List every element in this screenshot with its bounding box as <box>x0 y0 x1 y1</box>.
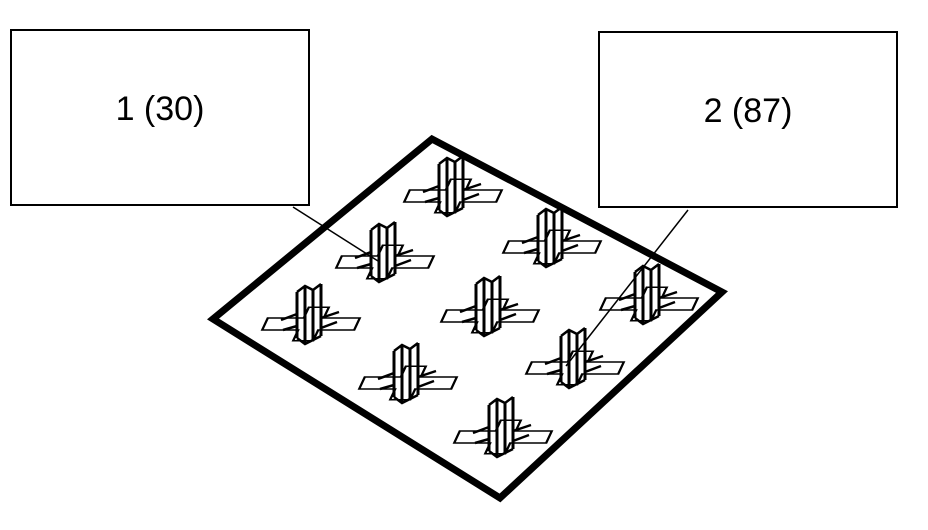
callout-label-2: 2 (87) <box>703 92 793 130</box>
callout-box-1: 1 (30) <box>10 29 310 206</box>
leader-line-2 <box>565 209 689 367</box>
callout-box-2: 2 (87) <box>598 31 898 208</box>
leader-line-1 <box>292 206 379 262</box>
callout-label-1: 1 (30) <box>115 90 205 128</box>
